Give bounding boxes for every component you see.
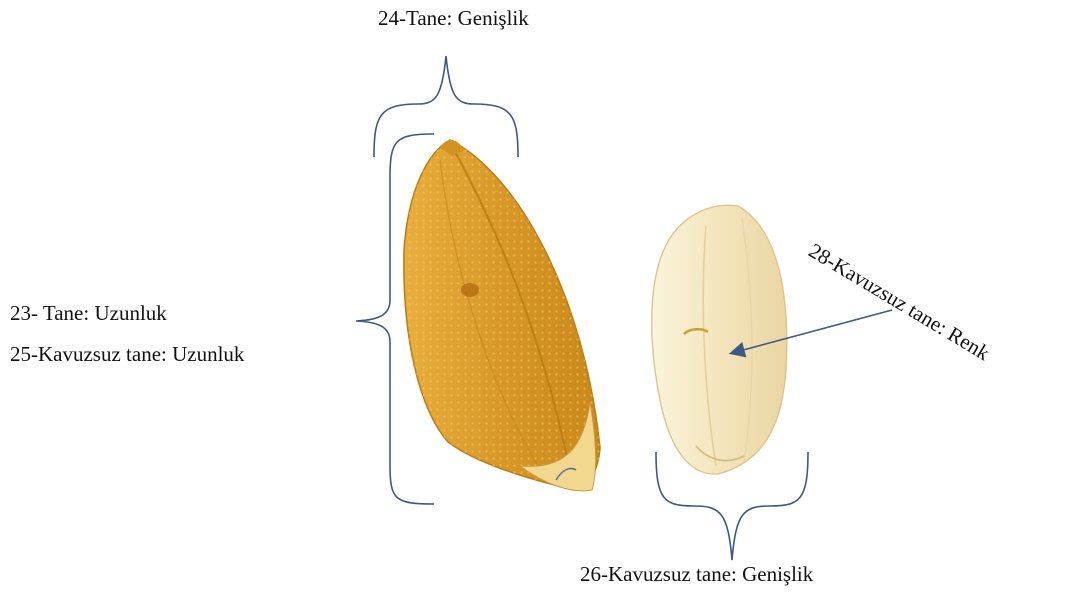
- grain-length-label: 23- Tane: Uzunluk: [10, 303, 167, 324]
- dehulled-rice-grain: [652, 205, 787, 474]
- dehulled-grain-length-label: 25-Kavuzsuz tane: Uzunluk: [10, 344, 244, 365]
- grain-width-label: 24-Tane: Genişlik: [378, 8, 529, 29]
- hulled-rice-grain: [404, 140, 600, 491]
- dehulled-grain-width-label: 26-Kavuzsuz tane: Genişlik: [580, 564, 813, 585]
